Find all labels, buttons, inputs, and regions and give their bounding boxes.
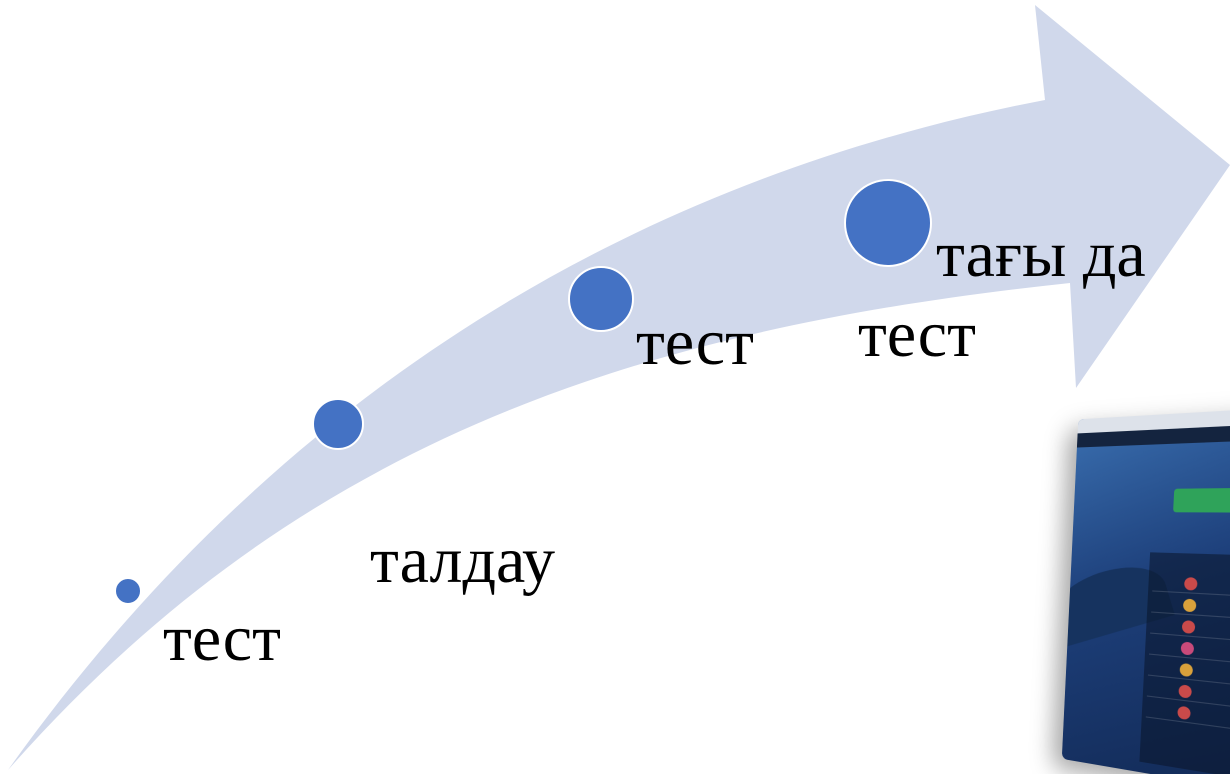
- avatar: [1179, 662, 1194, 678]
- step-label-2: талдау: [370, 524, 555, 597]
- arrow-shape: [8, 5, 1230, 770]
- avatar: [1183, 577, 1198, 591]
- step-dot-1: [114, 577, 142, 605]
- avatar: [1182, 598, 1197, 613]
- avatar: [1180, 641, 1195, 656]
- step-label-1: тест: [163, 602, 281, 675]
- app-screenshot-icon: [1061, 406, 1230, 774]
- step-dot-3: [568, 266, 634, 332]
- step-dot-4: [844, 179, 932, 267]
- avatar: [1181, 620, 1196, 634]
- step-label-3: тест: [636, 306, 754, 379]
- avatar: [1178, 684, 1192, 699]
- step-dot-2: [312, 398, 364, 450]
- step-label-4-line-1: тағы да: [936, 218, 1146, 291]
- step-label-4-line-2: тест: [858, 298, 976, 371]
- green-banner: [1173, 487, 1230, 513]
- avatar: [1177, 705, 1191, 721]
